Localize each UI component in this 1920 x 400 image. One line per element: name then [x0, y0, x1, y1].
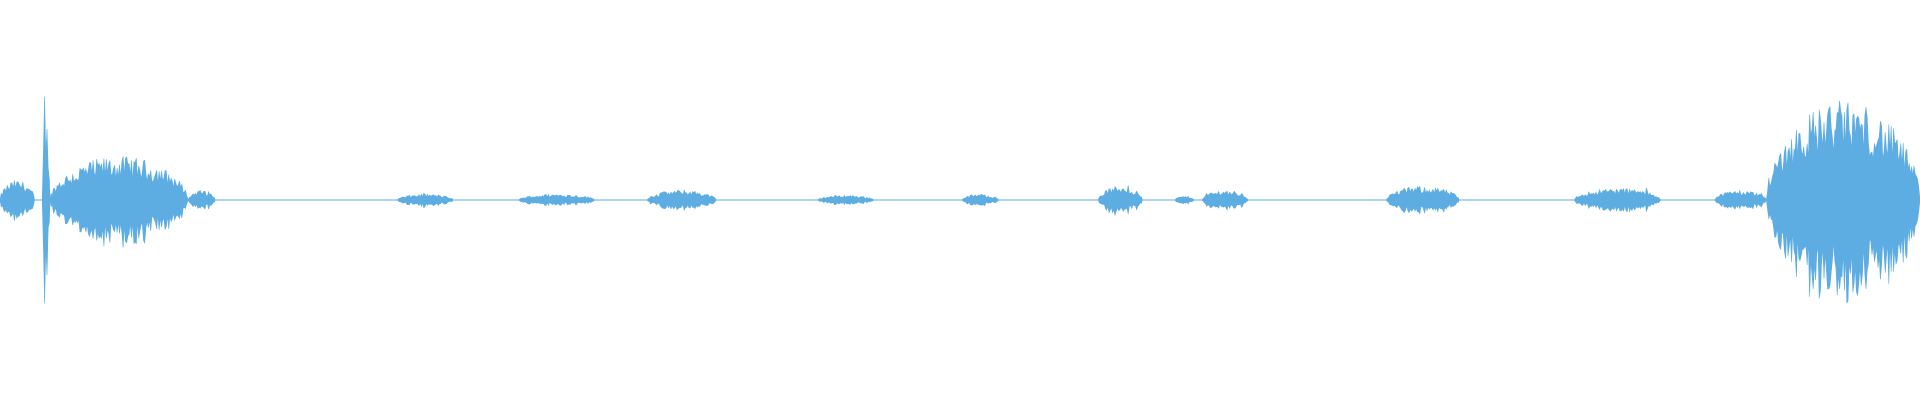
waveform-segment: [1097, 185, 1143, 217]
waveform-segment: [1714, 189, 1767, 210]
waveform-segment: [1174, 195, 1195, 205]
waveform-segment: [49, 156, 189, 248]
waveform-segment: [396, 192, 454, 209]
waveform-segment: [1201, 190, 1249, 212]
waveform-segment: [646, 189, 717, 212]
waveform-segment: [187, 189, 216, 210]
waveform-segment: [41, 96, 51, 304]
waveform-segments: [0, 96, 1920, 304]
waveform-segment: [961, 193, 999, 207]
waveform-segment: [0, 180, 35, 221]
waveform-segment: [1574, 187, 1662, 213]
waveform-segment: [1766, 100, 1920, 304]
waveform-segment: [817, 194, 875, 206]
waveform-segment: [1385, 185, 1460, 215]
waveform-segment: [517, 193, 596, 206]
